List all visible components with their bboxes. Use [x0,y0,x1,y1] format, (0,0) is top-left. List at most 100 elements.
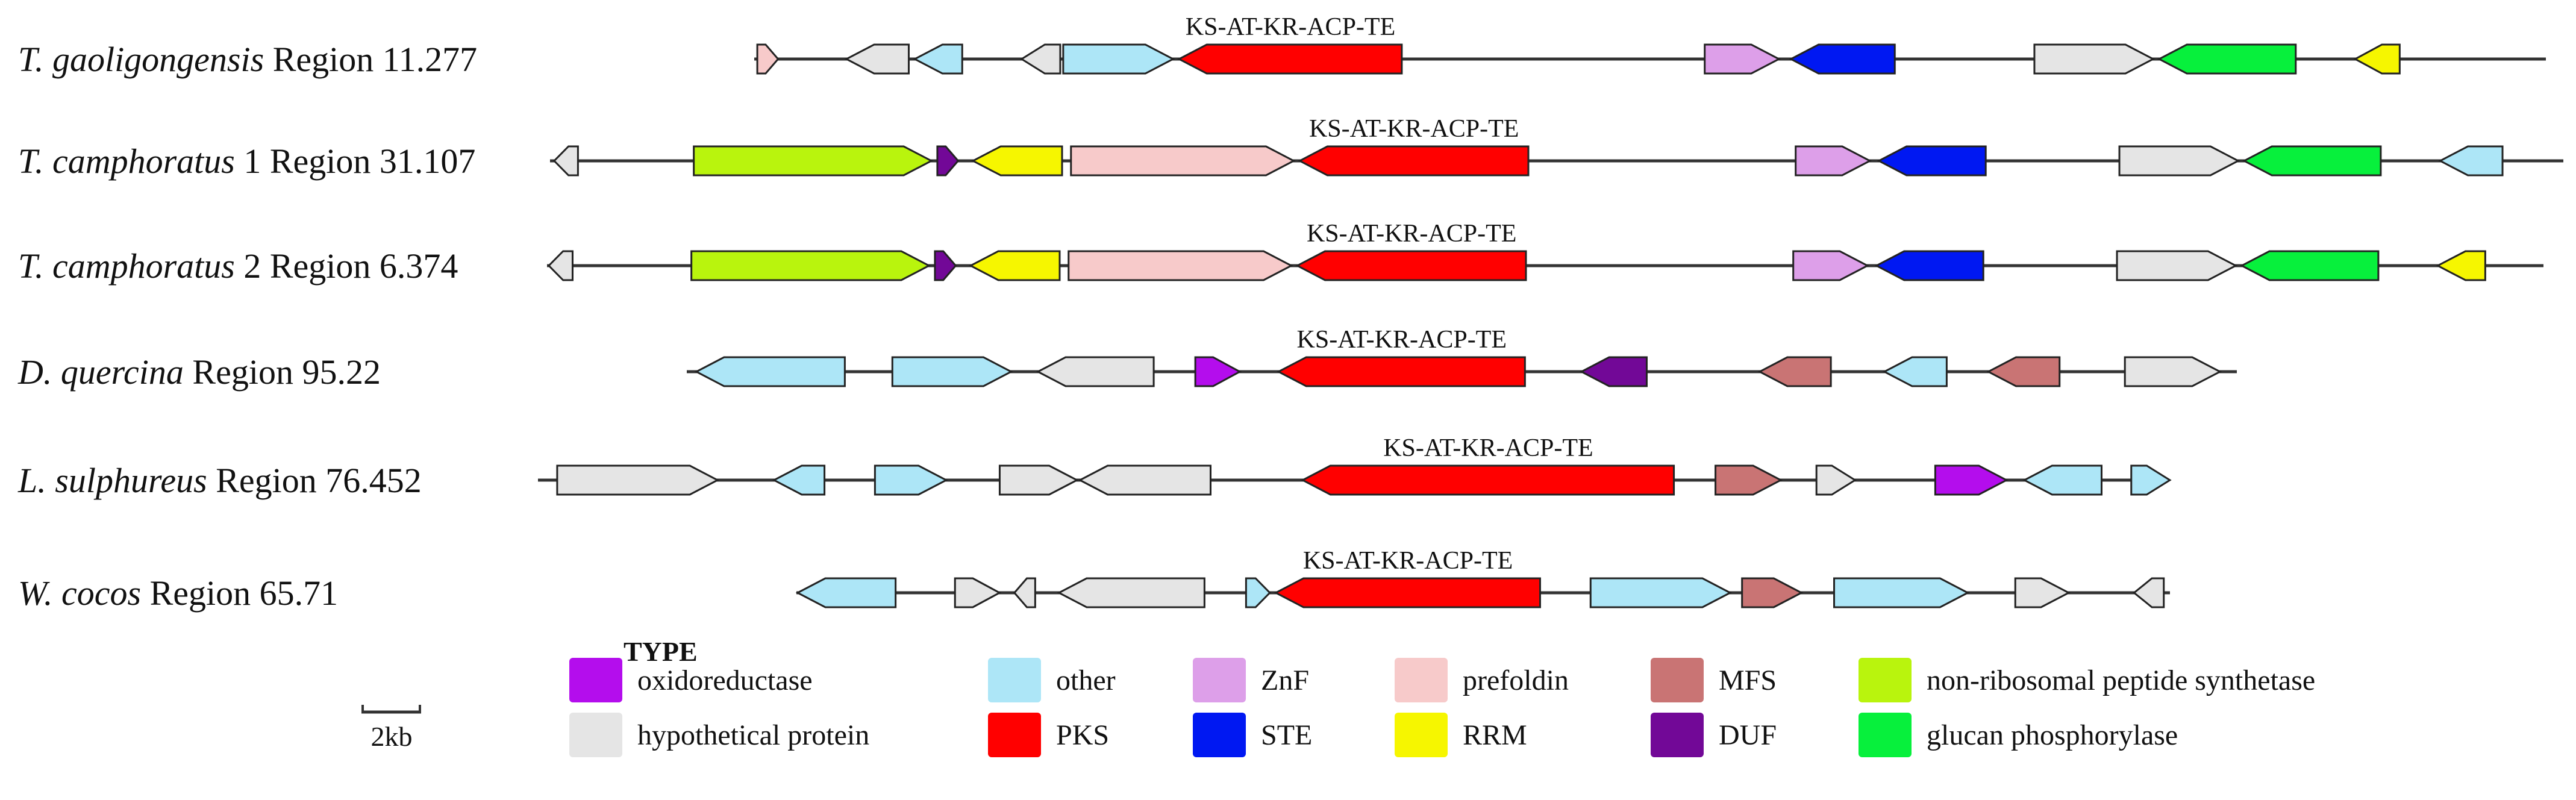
gene-arrow-rrm [971,145,1063,177]
pks-domain-label: KS-AT-KR-ACP-TE [1297,326,1507,354]
species-name: T. gaoligongensis [18,40,264,79]
legend-label: oxidoreductase [637,664,813,696]
cluster-label: T. gaoligongensis Region 11.277 [18,40,477,79]
gene-arrow-prefoldin [1070,145,1296,177]
legend-swatch [1859,658,1912,702]
cluster-label: D. quercina Region 95.22 [17,352,381,392]
gene-arrow-pks [1276,356,1526,387]
legend-item-duf: DUF [1651,713,1777,757]
region-name: Region 11.277 [264,40,477,79]
legend-swatch [569,713,622,757]
gene-arrow-other [2438,145,2504,177]
scale-bar: 2kb [361,705,421,752]
gene-arrow-hypothetical [552,145,579,177]
legend-item-ste: STE [1193,713,1312,757]
legend-swatch [988,713,1041,757]
legend-item-prefoldin: prefoldin [1395,658,1569,702]
legend-item-mfs: MFS [1651,658,1777,702]
gene-arrow-glucan [2239,250,2380,281]
legend-label: ZnF [1261,664,1309,696]
gene-arrow-ste [1789,43,1896,75]
gene-arrow-other [795,577,897,608]
gene-arrow-rrm [2353,43,2401,75]
gene-arrow-prefoldin [756,43,780,75]
legend-label: MFS [1719,664,1777,696]
legend-item-hypothetical: hypothetical protein [569,713,869,757]
gene-arrow-pks [1298,145,1530,177]
gene-arrow-hypothetical [954,577,1002,608]
gene-arrow-other [891,356,1013,387]
legend-item-glucan: glucan phosphorylase [1859,713,2178,757]
legend-swatch [569,658,622,702]
gene-arrow-pks [1274,577,1541,608]
gene-arrow-pks [1301,464,1675,496]
region-name: Region 76.452 [207,461,422,500]
legend-label: non-ribosomal peptide synthetase [1927,664,2315,696]
gene-arrow-hypothetical [1815,464,1857,496]
gene-arrow-ste [1877,145,1987,177]
species-name: T. camphoratus [18,142,235,181]
gene-arrow-oxidoreductase [1934,464,2009,496]
gene-arrow-other [913,43,963,75]
legend-swatch [1651,713,1704,757]
legend-swatch [1395,658,1448,702]
gene-arrow-other [1833,577,1970,608]
gene-arrow-hypothetical [1078,464,1211,496]
gene-arrow-other [2022,464,2102,496]
gene-arrow-znf [1792,250,1870,281]
gene-arrow-hypothetical [998,464,1079,496]
legend-swatch [1193,658,1246,702]
pks-domain-label: KS-AT-KR-ACP-TE [1309,115,1519,143]
species-name: T. camphoratus [18,246,235,286]
gene-arrow-mfs [1986,356,2061,387]
gene-arrow-rrm [968,250,1061,281]
legend-item-oxidoreductase: oxidoreductase [569,658,813,702]
gene-arrow-glucan [2242,145,2382,177]
gene-arrow-hypothetical [1019,43,1061,75]
gene-arrow-hypothetical [2014,577,2071,608]
gene-arrow-znf [1704,43,1781,75]
gene-arrow-hypothetical [844,43,910,75]
gene-arrow-hypothetical [547,250,574,281]
legend-label: DUF [1719,719,1777,751]
gene-arrow-prefoldin [1068,250,1293,281]
pks-domain-label: KS-AT-KR-ACP-TE [1383,434,1593,462]
gene-arrow-other [694,356,846,387]
gene-arrow-znf [1795,145,1872,177]
gene-arrow-ste [1874,250,1984,281]
legend-label: other [1056,664,1116,696]
gene-arrow-other [1062,43,1175,75]
gene-arrow-other [2130,464,2172,496]
gene-arrow-oxidoreductase [1194,356,1242,387]
legend-label: glucan phosphorylase [1927,719,2178,751]
species-name: W. cocos [18,573,141,613]
cluster-row: D. quercina Region 95.22 KS-AT-KR-ACP-TE [17,326,2237,392]
legend-title: TYPE [624,636,698,667]
legend-label: RRM [1463,719,1527,751]
gene-arrow-hypothetical [1013,577,1036,608]
legend-item-znf: ZnF [1193,658,1309,702]
legend-swatch [1395,713,1448,757]
gene-arrow-hypothetical [556,464,720,496]
legend-swatch [1859,713,1912,757]
gene-arrow-hypothetical [2118,145,2240,177]
pks-domain-label: KS-AT-KR-ACP-TE [1303,547,1513,575]
cluster-label: T. camphoratus 1 Region 31.107 [18,142,475,181]
legend-swatch [1651,658,1704,702]
gene-arrow-pks [1295,250,1527,281]
gene-arrow-nrps [690,250,931,281]
gene-arrow-hypothetical [2124,356,2222,387]
legend-swatch [1193,713,1246,757]
legend-swatch [988,658,1041,702]
legend-item-nrps: non-ribosomal peptide synthetase [1859,658,2315,702]
pks-domain-label: KS-AT-KR-ACP-TE [1307,220,1516,248]
gene-arrow-hypothetical [2033,43,2156,75]
gene-arrow-hypothetical [2133,577,2165,608]
legend-label: STE [1261,719,1312,751]
pks-domain-label: KS-AT-KR-ACP-TE [1186,13,1395,41]
legend-item-rrm: RRM [1395,713,1527,757]
legend-label: prefoldin [1463,664,1569,696]
